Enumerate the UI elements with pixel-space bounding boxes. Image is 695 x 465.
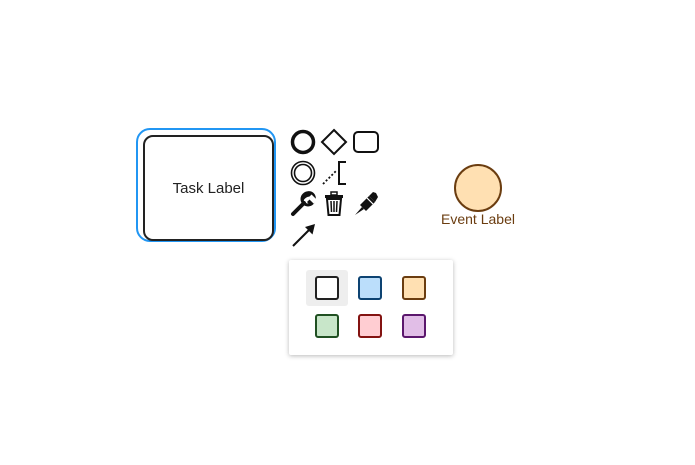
color-option-purple[interactable] bbox=[393, 308, 435, 344]
color-swatch bbox=[358, 314, 382, 338]
paintbrush-icon[interactable] bbox=[352, 190, 380, 218]
connect-arrow-icon[interactable] bbox=[289, 221, 317, 249]
color-option-red[interactable] bbox=[349, 308, 391, 344]
color-swatch bbox=[358, 276, 382, 300]
task-label: Task Label bbox=[172, 179, 245, 197]
task-shape[interactable]: Task Label bbox=[143, 135, 274, 241]
wrench-icon[interactable] bbox=[289, 190, 317, 218]
start-event-icon[interactable] bbox=[289, 128, 317, 156]
color-option-green[interactable] bbox=[306, 308, 348, 344]
event-label: Event Label bbox=[441, 211, 515, 227]
color-option-default[interactable] bbox=[306, 270, 348, 306]
task-icon[interactable] bbox=[352, 128, 380, 156]
task-selection-outline bbox=[136, 128, 276, 242]
intermediate-event-icon[interactable] bbox=[289, 159, 317, 187]
color-option-orange[interactable] bbox=[393, 270, 435, 306]
color-swatch bbox=[315, 276, 339, 300]
text-annotation-icon[interactable] bbox=[320, 159, 348, 187]
color-swatch bbox=[402, 314, 426, 338]
color-option-blue[interactable] bbox=[349, 270, 391, 306]
color-picker-popup bbox=[289, 260, 453, 355]
gateway-icon[interactable] bbox=[320, 128, 348, 156]
trash-icon[interactable] bbox=[320, 190, 348, 218]
color-swatch bbox=[402, 276, 426, 300]
color-swatch bbox=[315, 314, 339, 338]
event-shape[interactable] bbox=[454, 164, 502, 212]
